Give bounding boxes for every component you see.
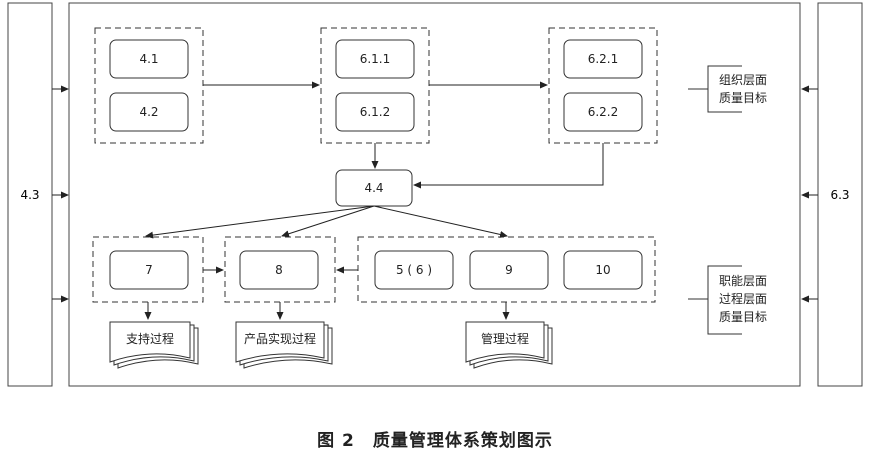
- box-8: 8: [275, 263, 283, 277]
- figure-caption: 图 2 质量管理体系策划图示: [0, 426, 870, 451]
- box-4-2: 4.2: [139, 105, 158, 119]
- doc-label-manage: 管理过程: [481, 331, 529, 346]
- left-panel-label: 4.3: [20, 188, 39, 202]
- right-panel-label: 6.3: [830, 188, 849, 202]
- box-6-1-2: 6.1.2: [360, 105, 391, 119]
- bracket-org: [707, 65, 742, 113]
- left-panel-4-3: [7, 2, 53, 387]
- caption-title: 质量管理体系策划图示: [372, 431, 553, 451]
- note-func-line2: 过程层面: [719, 291, 767, 306]
- doc-label-product: 产品实现过程: [244, 331, 316, 346]
- box-6-2-1: 6.2.1: [588, 52, 619, 66]
- box-4-4: 4.4: [364, 181, 383, 195]
- diagram-canvas: 4.3 6.3 4.1 4.2: [7, 2, 863, 387]
- doc-label-support: 支持过程: [126, 331, 174, 346]
- box-7: 7: [145, 263, 153, 277]
- note-org-line2: 质量目标: [719, 91, 767, 105]
- box-6-2-2: 6.2.2: [588, 105, 619, 119]
- doc-stack-product: [235, 321, 333, 369]
- note-org-line1: 组织层面: [719, 73, 767, 87]
- group-box-6-2: [548, 27, 658, 144]
- right-panel-6-3: [817, 2, 863, 387]
- main-frame: [68, 2, 801, 387]
- note-func-line3: 质量目标: [719, 310, 767, 324]
- caption-number: 图 2: [317, 431, 355, 451]
- box-6-1-1: 6.1.1: [360, 52, 391, 66]
- box-10: 10: [595, 263, 610, 277]
- box-5-6: 5 ( 6 ): [396, 263, 432, 277]
- doc-stack-support: [109, 321, 199, 369]
- doc-stack-manage: [465, 321, 553, 369]
- box-9: 9: [505, 263, 513, 277]
- box-4-1: 4.1: [139, 52, 158, 66]
- note-func-line1: 职能层面: [719, 274, 767, 288]
- bracket-func: [707, 265, 742, 335]
